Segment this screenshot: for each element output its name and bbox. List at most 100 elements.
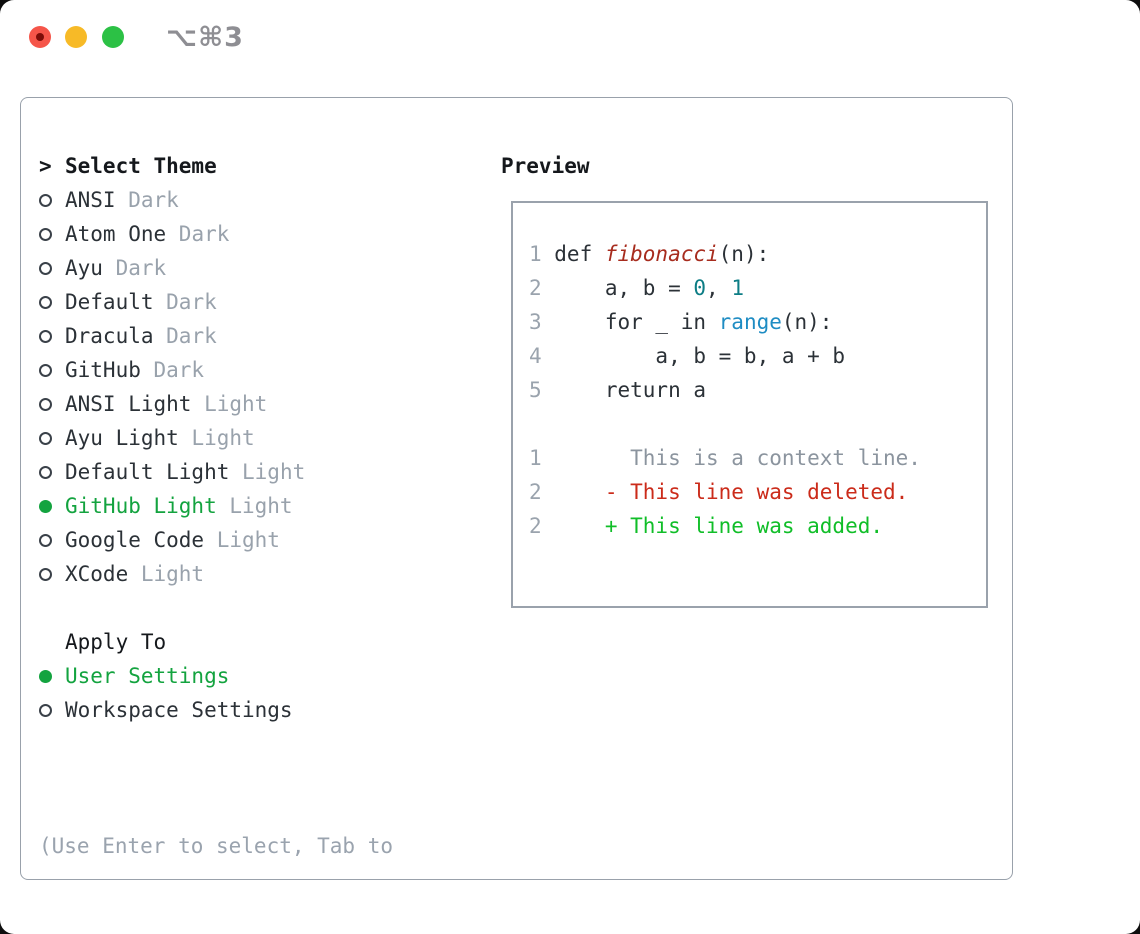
line-number: 2 [529, 514, 542, 538]
apply-to-label: User Settings [65, 664, 230, 688]
theme-name: Google Code [65, 528, 205, 552]
code-segment: def [554, 242, 605, 266]
code-segment: (n): [718, 242, 770, 266]
code-line [529, 407, 921, 441]
theme-item[interactable]: XCode Light [39, 557, 305, 591]
code-segment: + This line was added. [554, 514, 884, 538]
apply-to-label: Workspace Settings [65, 698, 293, 722]
theme-name: GitHub [65, 358, 141, 382]
line-number: 1 [529, 446, 542, 470]
close-button-icon[interactable] [29, 26, 51, 48]
code-line: 3 for _ in range(n): [529, 305, 921, 339]
code-segment: This is a context line. [554, 446, 921, 470]
code-line: 4 a, b = b, a + b [529, 339, 921, 373]
apply-to-option[interactable]: Workspace Settings [39, 693, 293, 727]
theme-list-header: > Select Theme [39, 149, 305, 183]
theme-variant: Dark [128, 188, 179, 212]
main-panel: > Select Theme ANSI Dark Atom One Dark A… [20, 97, 1013, 880]
theme-variant: Dark [178, 222, 230, 246]
radio-icon [39, 431, 52, 445]
apply-to-header: Apply To [65, 630, 167, 654]
code-segment: a, b = b, a + b [554, 344, 846, 368]
window-title: ⌥⌘3 [166, 22, 244, 53]
titlebar: ⌥⌘3 [0, 0, 1140, 75]
theme-name: Default [65, 290, 154, 314]
theme-item[interactable]: GitHub Dark [39, 353, 305, 387]
theme-name: XCode [65, 562, 129, 586]
help-text: (Use Enter to select, Tab to change focu… [39, 761, 393, 934]
theme-item[interactable]: Ayu Light Light [39, 421, 305, 455]
theme-name: GitHub Light [65, 494, 217, 518]
line-number: 4 [529, 344, 542, 368]
preview-title: Preview [501, 154, 590, 178]
theme-item[interactable]: GitHub Light Light [39, 489, 305, 523]
theme-variant: Light [191, 426, 255, 450]
code-segment: for _ in [554, 310, 719, 334]
line-number: 2 [529, 276, 542, 300]
apply-to-option[interactable]: User Settings [39, 659, 293, 693]
code-segment: - This line was deleted. [554, 480, 909, 504]
radio-icon [39, 397, 52, 411]
code-segment: a, b = [554, 276, 694, 300]
radio-selected-icon [39, 669, 52, 683]
help-line-1: (Use Enter to select, Tab to [39, 834, 394, 858]
minimize-button-icon[interactable] [65, 26, 87, 48]
code-segment: , [706, 276, 732, 300]
theme-name: ANSI [65, 188, 116, 212]
theme-item[interactable]: Google Code Light [39, 523, 305, 557]
theme-variant: Dark [166, 324, 217, 348]
code-line: 1 def fibonacci(n): [529, 237, 921, 271]
radio-icon [39, 533, 52, 547]
theme-variant: Dark [153, 358, 205, 382]
theme-variant: Light [229, 494, 293, 518]
theme-variant: Light [216, 528, 280, 552]
radio-selected-icon [39, 499, 52, 513]
code-segment: fibonacci [604, 242, 719, 266]
line-number: 5 [529, 378, 542, 402]
line-number: 1 [529, 242, 542, 266]
theme-variant: Light [242, 460, 306, 484]
theme-list: > Select Theme ANSI Dark Atom One Dark A… [39, 149, 305, 591]
theme-item[interactable]: Default Light Light [39, 455, 305, 489]
theme-name: Dracula [65, 324, 154, 348]
theme-name: Atom One [65, 222, 167, 246]
zoom-button-icon[interactable] [102, 26, 124, 48]
theme-variant: Light [204, 392, 268, 416]
radio-icon [39, 363, 52, 377]
theme-item[interactable]: Atom One Dark [39, 217, 305, 251]
code-segment: return a [554, 378, 706, 402]
code-segment: 0 [693, 276, 707, 300]
theme-item[interactable]: Ayu Dark [39, 251, 305, 285]
radio-icon [39, 261, 52, 275]
theme-item[interactable]: Dracula Dark [39, 319, 305, 353]
theme-variant: Light [140, 562, 205, 586]
code-line: 1 This is a context line. [529, 441, 921, 475]
theme-name: Default Light [65, 460, 230, 484]
theme-list-title: Select Theme [65, 154, 217, 178]
theme-item[interactable]: ANSI Light Light [39, 387, 305, 421]
theme-variant: Dark [166, 290, 217, 314]
theme-name: ANSI Light [65, 392, 192, 416]
chevron-prompt-icon: > [39, 154, 52, 178]
line-number: 3 [529, 310, 542, 334]
code-line: 2 a, b = 0, 1 [529, 271, 921, 305]
radio-icon [39, 465, 52, 479]
theme-name: Ayu Light [65, 426, 179, 450]
radio-icon [39, 193, 52, 207]
theme-item[interactable]: ANSI Dark [39, 183, 305, 217]
radio-icon [39, 703, 52, 717]
line-number: 2 [529, 480, 542, 504]
code-line: 2 + This line was added. [529, 509, 921, 543]
code-segment: range [718, 310, 782, 334]
theme-name: Ayu [65, 256, 103, 280]
prompt-marker: > [39, 154, 65, 178]
code-segment: (n): [781, 310, 833, 334]
radio-icon [39, 329, 52, 343]
apply-to-section: Apply To User Settings Workspace Setting… [39, 625, 293, 727]
radio-icon [39, 567, 52, 581]
theme-variant: Dark [115, 256, 167, 280]
theme-item[interactable]: Default Dark [39, 285, 305, 319]
